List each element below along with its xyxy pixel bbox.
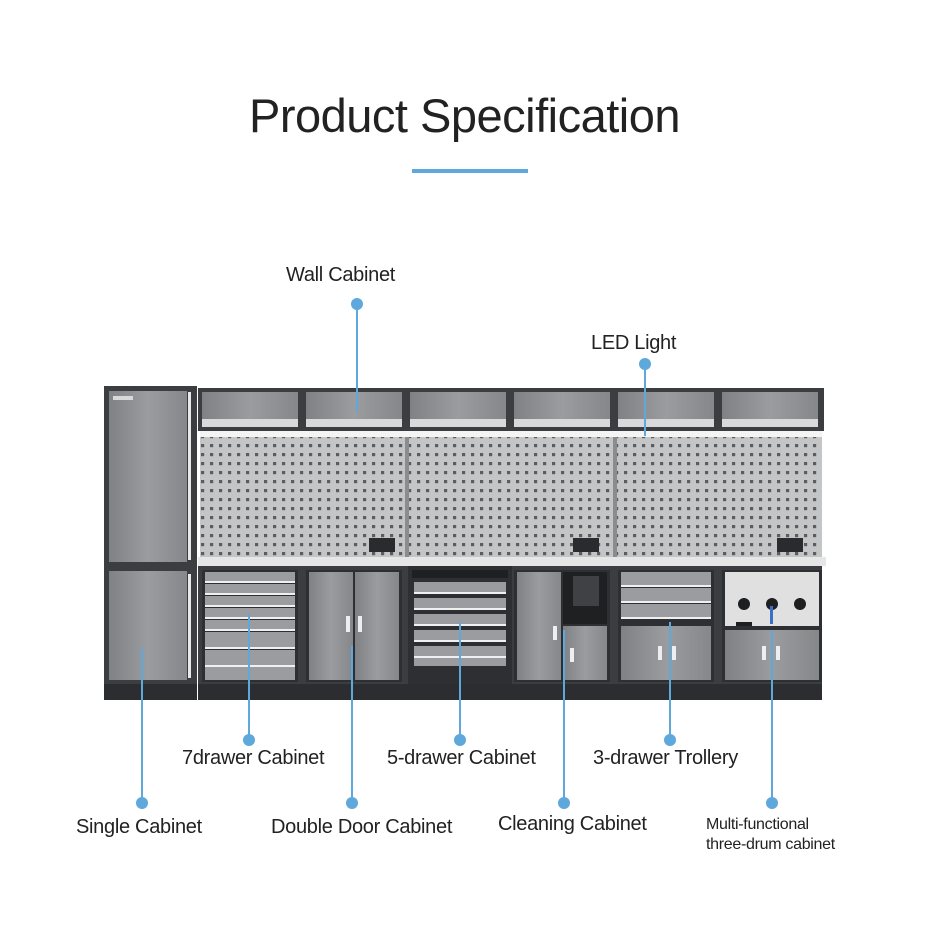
title-underline: [412, 169, 528, 173]
pegboard: [200, 437, 822, 557]
cleaning-cabinet: [514, 570, 610, 682]
label-three-drawer-trolley: 3-drawer Trollery: [593, 747, 738, 769]
dot-five-drawer: [454, 734, 466, 746]
dot-led-light: [639, 358, 651, 370]
dot-wall-cabinet: [351, 298, 363, 310]
label-five-drawer-cabinet: 5-drawer Cabinet: [387, 747, 536, 769]
worktop: [198, 557, 826, 566]
plinth: [198, 684, 822, 700]
page-title: Product Specification: [248, 89, 681, 142]
label-cleaning-cabinet: Cleaning Cabinet: [498, 813, 647, 835]
dot-double-door: [346, 797, 358, 809]
label-double-door-cabinet: Double Door Cabinet: [271, 816, 453, 838]
label-multi-functional-line1: Multi-functional: [706, 816, 809, 833]
single-cabinet: [104, 386, 197, 700]
dot-three-drawer: [664, 734, 676, 746]
three-drawer-cabinet: [618, 570, 714, 682]
dot-cleaning: [558, 797, 570, 809]
label-single-cabinet: Single Cabinet: [76, 816, 202, 838]
label-multi-functional-line2: three-drum cabinet: [706, 836, 835, 853]
led-light-strip: [200, 431, 822, 437]
dot-three-drum: [766, 797, 778, 809]
label-wall-cabinet: Wall Cabinet: [286, 264, 396, 286]
label-multi-functional-cabinet: Multi-functional three-drum cabinet: [706, 815, 835, 855]
label-seven-drawer-cabinet: 7drawer Cabinet: [182, 747, 325, 769]
wall-cabinets: [198, 388, 824, 431]
dot-seven-drawer: [243, 734, 255, 746]
double-door-cabinet: [306, 570, 402, 682]
dot-single-cabinet: [136, 797, 148, 809]
label-led-light: LED Light: [591, 332, 677, 354]
